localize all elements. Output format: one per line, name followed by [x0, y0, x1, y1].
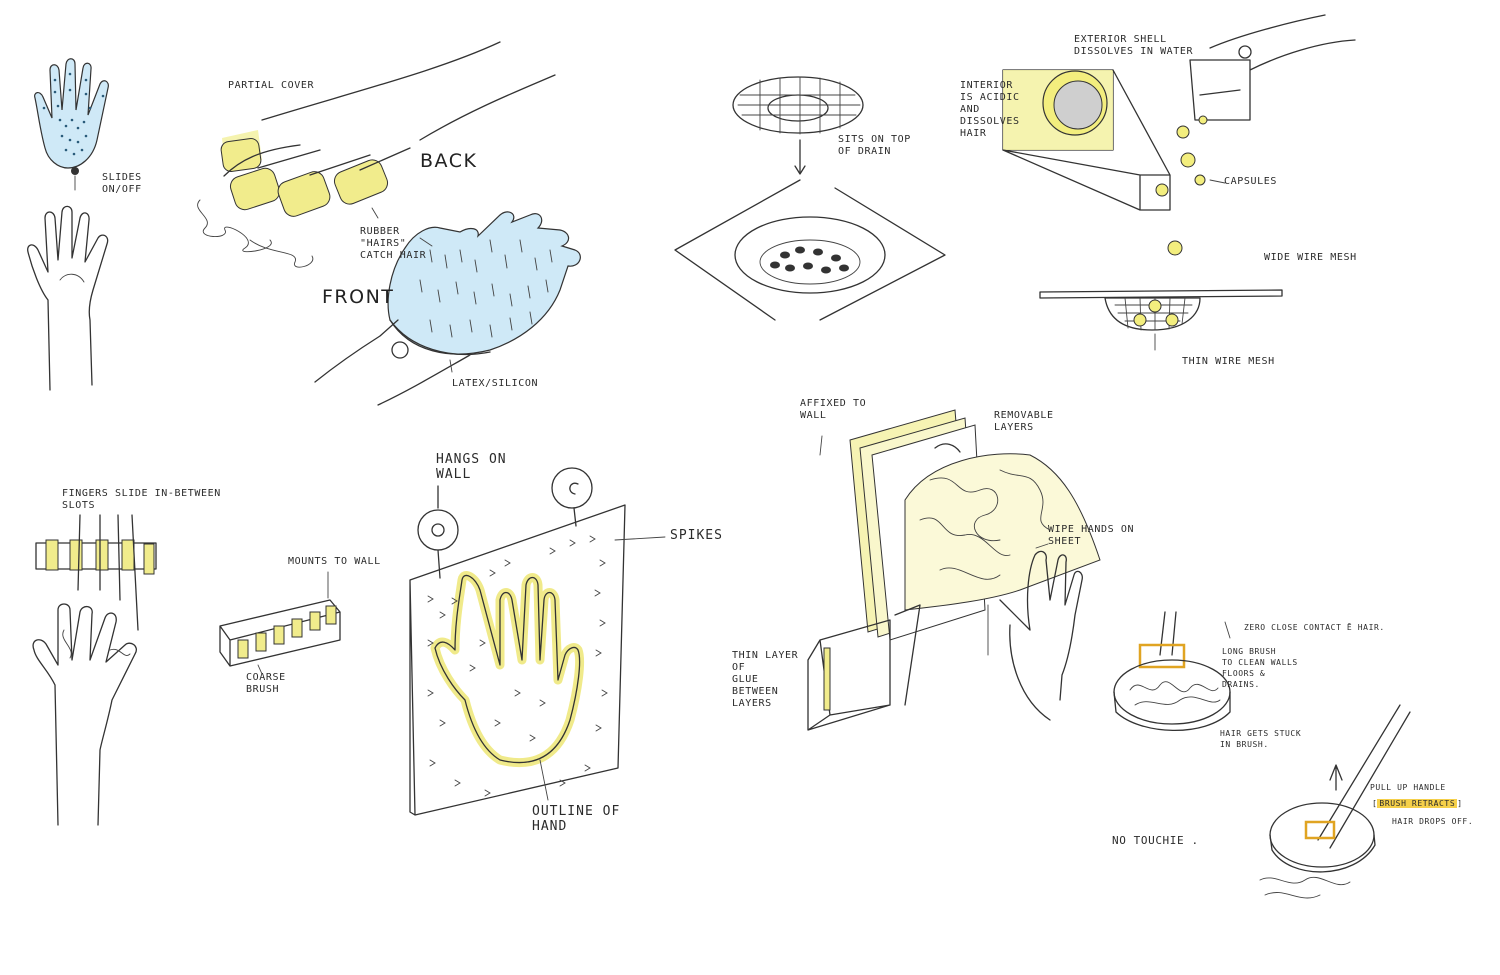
- rubber-glove-sketch: [198, 42, 581, 405]
- label-exterior-shell: EXTERIOR SHELL DISSOLVES IN WATER: [1074, 34, 1193, 58]
- label-drain-cover: SITS ON TOP OF DRAIN: [838, 134, 911, 158]
- label-glove-toggle: SLIDES ON/OFF: [102, 172, 142, 196]
- label-rubber-hairs: RUBBER "HAIRS" CATCH HAIR: [360, 226, 426, 262]
- label-thin-glue: THIN LAYER OF GLUE BETWEEN LAYERS: [732, 650, 798, 710]
- label-front: FRONT: [322, 286, 394, 308]
- label-pull-up: PULL UP HANDLE: [1370, 782, 1446, 794]
- label-hangs-wall: HANGS ON WALL: [436, 452, 507, 482]
- spike-board-sketch: [410, 468, 665, 815]
- label-hair-drops: HAIR DROPS OFF.: [1392, 816, 1473, 828]
- label-back: BACK: [420, 150, 477, 172]
- label-zero-contact: ZERO CLOSE CONTACT ē HAIR.: [1244, 622, 1385, 634]
- label-hair-stuck: HAIR GETS STUCK IN BRUSH.: [1220, 728, 1301, 750]
- sticky-sheets-sketch: [808, 410, 1100, 730]
- label-removable-layers: REMOVABLE LAYERS: [994, 410, 1054, 434]
- label-latex-silicon: LATEX/SILICON: [452, 378, 538, 390]
- label-spikes: SPIKES: [670, 528, 723, 543]
- label-interior-acidic: INTERIOR IS ACIDIC AND DISSOLVES HAIR: [960, 80, 1020, 140]
- label-affixed-wall: AFFIXED TO WALL: [800, 398, 866, 422]
- label-mounts-wall: MOUNTS TO WALL: [288, 556, 381, 568]
- capsule-dispenser-sketch: [1003, 15, 1355, 350]
- label-wide-mesh: WIDE WIRE MESH: [1264, 252, 1357, 264]
- label-brush-retracts: BRUSH RETRACTS: [1377, 799, 1457, 808]
- label-no-touchie: NO TOUCHIE .: [1112, 835, 1199, 847]
- label-outline-hand: OUTLINE OF HAND: [532, 804, 620, 834]
- drain-cover-sketch: [675, 77, 945, 320]
- label-capsules: CAPSULES: [1224, 176, 1277, 188]
- label-wipe-hands: WIPE HANDS ON SHEET: [1048, 524, 1134, 548]
- finger-slot-brush-sketch: [33, 515, 156, 825]
- label-partial-cover: PARTIAL COVER: [228, 80, 314, 92]
- label-brush-retracts-wrap: [BRUSH RETRACTS]: [1372, 798, 1463, 810]
- dotted-glove-sketch: [28, 59, 109, 390]
- label-fingers-slots: FINGERS SLIDE IN-BETWEEN SLOTS: [62, 488, 221, 512]
- label-coarse-brush: COARSE BRUSH: [246, 672, 286, 696]
- label-thin-mesh: THIN WIRE MESH: [1182, 356, 1275, 368]
- label-long-brush: LONG BRUSH TO CLEAN WALLS FLOORS & DRAIN…: [1222, 646, 1298, 690]
- wall-coarse-brush-sketch: [220, 572, 340, 674]
